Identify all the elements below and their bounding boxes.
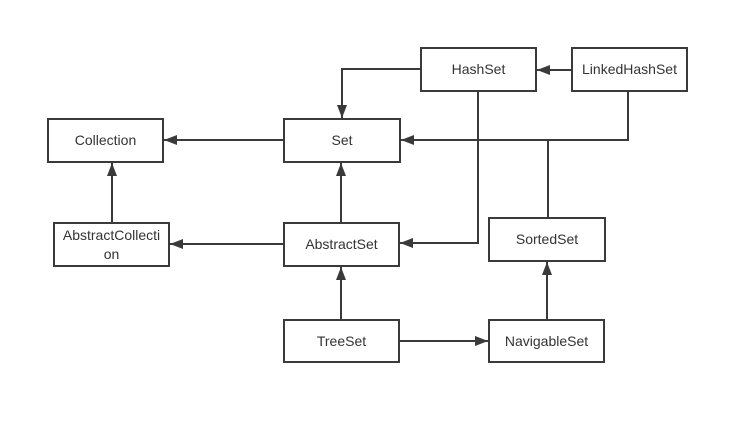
node-label-treeset: TreeSet xyxy=(316,332,367,349)
edge-hashset-to-abstractset xyxy=(400,92,479,248)
node-hashset: HashSet xyxy=(420,47,537,92)
node-label-abstractcollection: AbstractCollection xyxy=(62,227,161,262)
node-navigableset: NavigableSet xyxy=(488,319,605,363)
node-label-navigableset: NavigableSet xyxy=(504,332,589,349)
node-label-abstractset: AbstractSet xyxy=(305,236,378,253)
edge-linkedhashset-to-set xyxy=(401,92,629,145)
node-treeset: TreeSet xyxy=(283,319,400,363)
node-label-collection: Collection xyxy=(74,132,137,149)
node-label-hashset: HashSet xyxy=(451,61,506,78)
node-abstractcollection: AbstractCollection xyxy=(53,222,170,267)
node-label-set: Set xyxy=(331,132,353,149)
node-label-sortedset: SortedSet xyxy=(515,231,579,248)
node-collection: Collection xyxy=(47,118,164,163)
node-linkedhashset: LinkedHashSet xyxy=(571,47,688,92)
edge-hashset-to-set xyxy=(337,68,420,118)
node-sortedset: SortedSet xyxy=(488,217,606,262)
node-abstractset: AbstractSet xyxy=(283,222,400,267)
node-set: Set xyxy=(283,118,401,163)
node-label-linkedhashset: LinkedHashSet xyxy=(582,61,677,78)
